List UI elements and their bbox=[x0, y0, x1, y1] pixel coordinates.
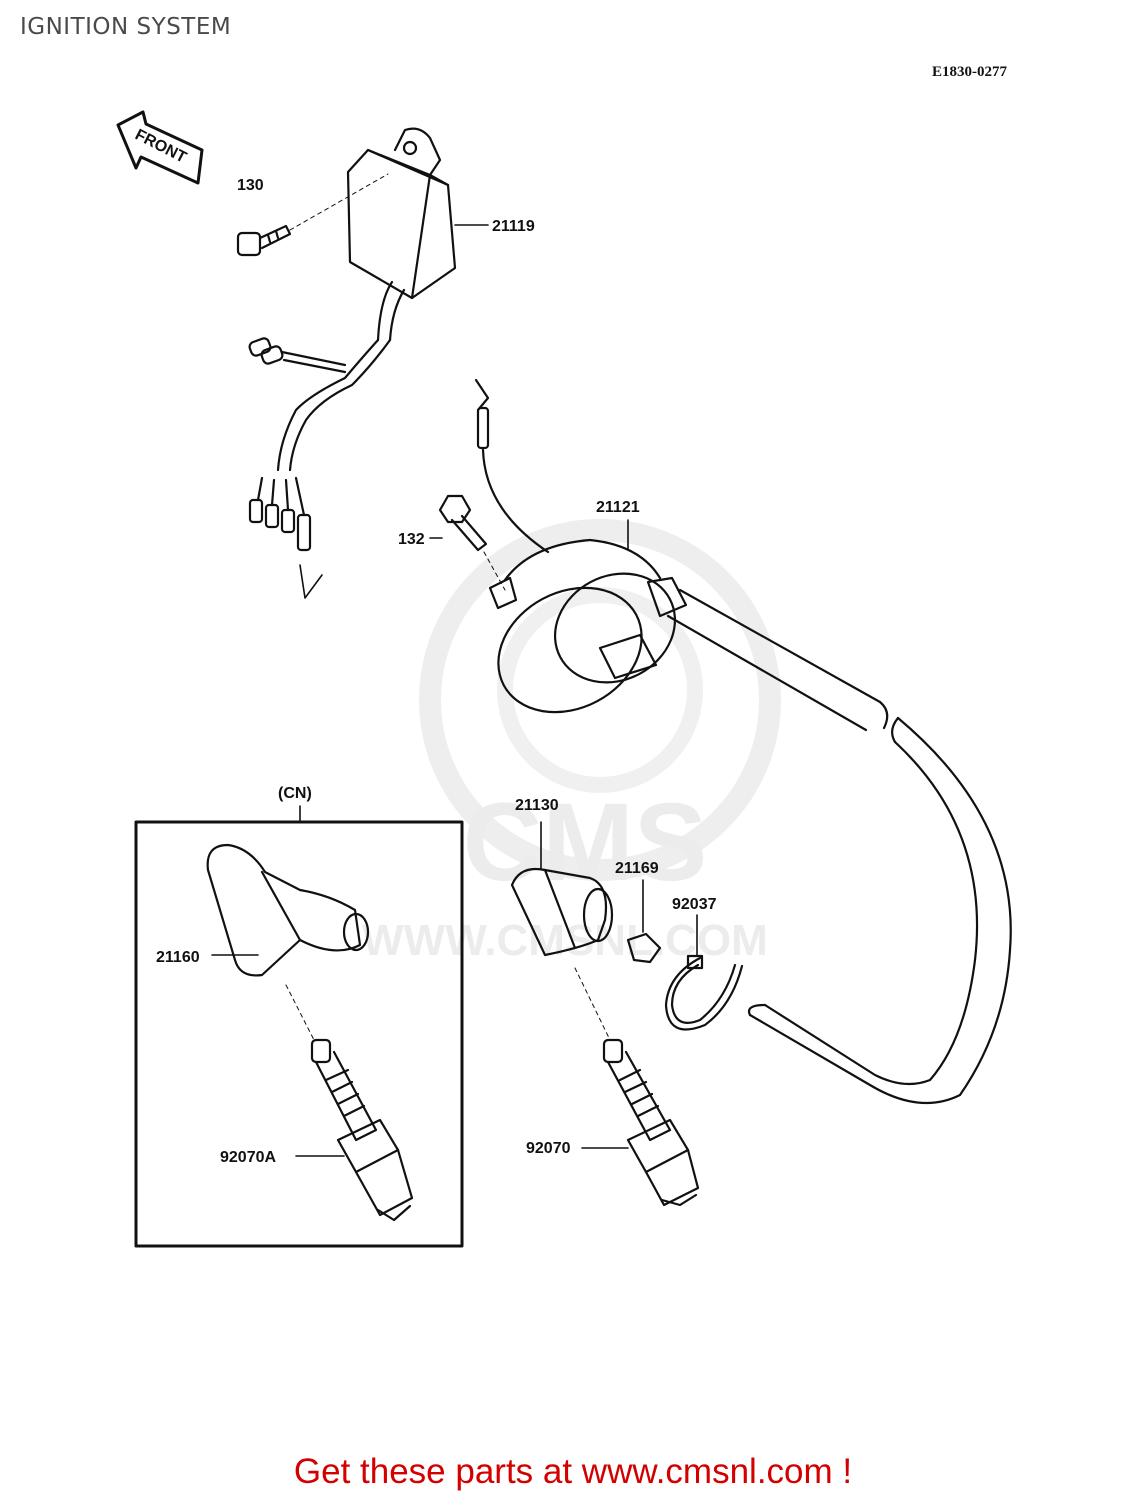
front-arrow-icon bbox=[116, 110, 204, 185]
part-ref-132: 132 bbox=[398, 531, 425, 548]
part-ref-21121: 21121 bbox=[596, 499, 640, 516]
part-ref-21119: 21119 bbox=[492, 218, 535, 235]
cta-banner: Get these parts at www.cmsnl.com ! bbox=[0, 1452, 1146, 1492]
part-ref-21160: 21160 bbox=[156, 949, 200, 966]
plug-cap-21160 bbox=[206, 843, 370, 1041]
diagram-code: E1830-0277 bbox=[932, 64, 1007, 80]
band-92037 bbox=[664, 914, 744, 1031]
bolt-132 bbox=[429, 494, 506, 591]
region-label-cn: (CN) bbox=[278, 785, 312, 802]
part-ref-21169: 21169 bbox=[615, 860, 659, 877]
cdi-unit-21119 bbox=[248, 127, 489, 599]
cta-link[interactable]: Get these parts at www.cmsnl.com ! bbox=[293, 1452, 853, 1491]
spark-plug-92070 bbox=[581, 1038, 700, 1207]
bolt-130 bbox=[236, 173, 389, 257]
watermark-brand: CMS bbox=[463, 781, 707, 904]
part-ref-92070: 92070 bbox=[526, 1140, 571, 1157]
page-title: IGNITION SYSTEM bbox=[20, 14, 232, 40]
spark-plug-92070A bbox=[295, 1038, 414, 1222]
part-ref-92070A: 92070A bbox=[220, 1149, 276, 1166]
clamp-21169 bbox=[626, 879, 662, 964]
part-ref-92037: 92037 bbox=[672, 896, 717, 913]
part-ref-130: 130 bbox=[237, 177, 264, 194]
part-ref-21130: 21130 bbox=[515, 797, 559, 814]
ignition-coil-21121 bbox=[474, 378, 1012, 1105]
cn-region-box bbox=[134, 805, 464, 1248]
parts-diagram: CMS WWW.CMSNL.COM bbox=[116, 110, 1012, 1248]
plug-cap-21130 bbox=[510, 821, 614, 1041]
